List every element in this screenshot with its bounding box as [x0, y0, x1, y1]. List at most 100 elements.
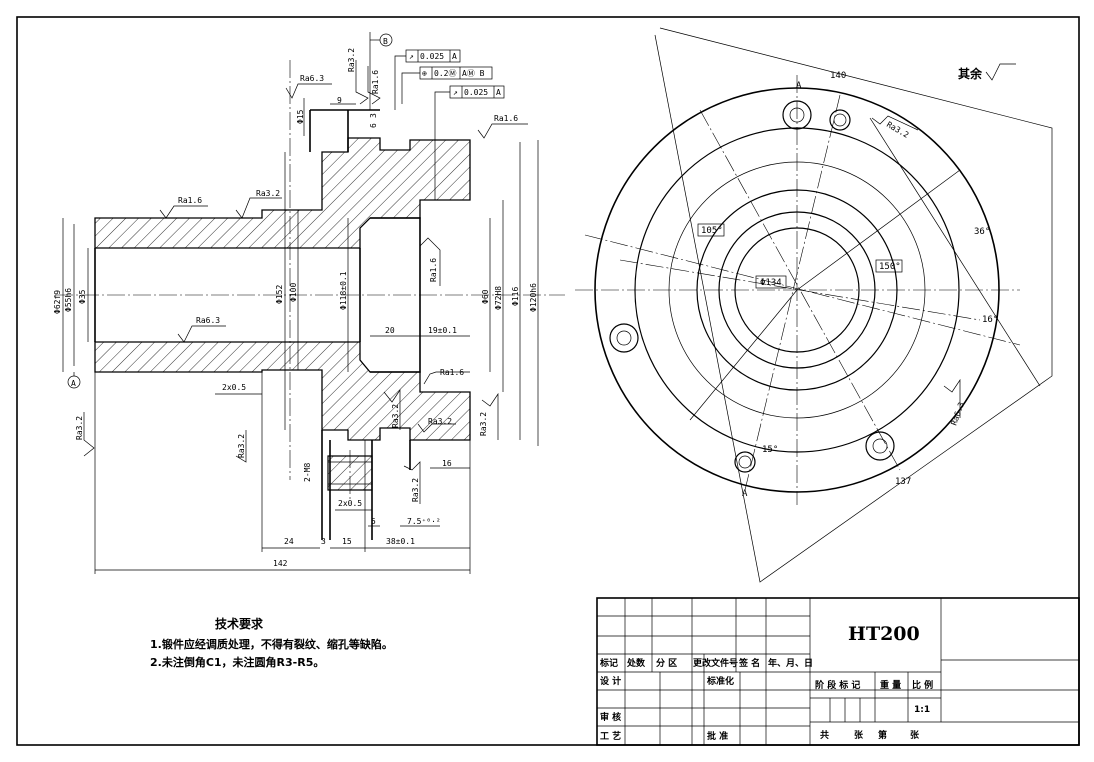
plan-roughness-1: Ra3.2 — [871, 115, 919, 140]
svg-text:阶 段 标 记: 阶 段 标 记 — [815, 679, 860, 691]
svg-text:Ra1.6: Ra1.6 — [494, 114, 518, 123]
svg-text:Ra3.2: Ra3.2 — [347, 48, 356, 72]
roughness-14: Ra3.2 — [235, 430, 247, 463]
dim-24: 24 — [284, 537, 294, 546]
svg-text:Ra3.2: Ra3.2 — [885, 120, 911, 140]
dia-116: Φ116 — [511, 287, 520, 306]
roughness-11: Ra3.2 — [417, 417, 456, 433]
svg-text:A: A — [496, 88, 501, 97]
datum-a-label: A — [71, 379, 76, 388]
plan-roughness-2: Ra6.3 — [943, 378, 966, 427]
hatch-upper — [94, 137, 471, 249]
dim-137: 137 — [895, 477, 911, 487]
tolerance-frame-2: ⊕ 0.2Ⓜ AⓂ B — [419, 66, 493, 80]
svg-text:0.025: 0.025 — [464, 88, 488, 97]
tolerance-frame-3: ↗ 0.025 A — [449, 85, 505, 99]
svg-text:标记: 标记 — [599, 657, 618, 669]
dim-2-m8: 2-M8 — [303, 463, 312, 482]
material-label: HT200 — [848, 623, 920, 645]
roughness-13: Ra3.2 — [403, 461, 421, 504]
svg-text:处数: 处数 — [626, 657, 646, 669]
dim-19: 19±0.1 — [428, 326, 457, 335]
dia-152: Φ152 — [275, 285, 284, 304]
dim-20: 20 — [385, 326, 395, 335]
drawing-border — [16, 16, 1080, 746]
notes-title: 技术要求 — [215, 616, 264, 631]
svg-text:审 核: 审 核 — [600, 711, 621, 723]
angle-16: 16° — [982, 315, 998, 325]
dia-35: Φ35 — [78, 289, 87, 304]
note-2: 2.未注倒角C1，未注圆角R3-R5。 — [150, 655, 324, 669]
svg-text:Ra3.2: Ra3.2 — [479, 412, 488, 436]
roughness-6: Ra3.2 — [235, 189, 282, 219]
roughness-8: Ra1.6 — [419, 237, 441, 286]
technical-notes: 技术要求 1.锻件应经调质处理，不得有裂纹、缩孔等缺陷。 2.未注倒角C1，未注… — [150, 616, 393, 669]
svg-text:分 区: 分 区 — [656, 657, 677, 669]
svg-text:第: 第 — [878, 729, 887, 741]
dim-15: 15 — [342, 537, 352, 546]
dia-60: Φ60 — [481, 289, 490, 304]
svg-text:↗: ↗ — [409, 52, 414, 61]
roughness-15: Ra3.2 — [75, 412, 95, 457]
hatch-lower — [94, 341, 471, 441]
title-block: HT200 标记 处数 分 区 更改文件号 签 名 年、月、日 设 计 标准化 … — [596, 597, 1080, 746]
svg-text:Ra3.2: Ra3.2 — [75, 416, 84, 440]
dim-134: Φ134 — [760, 278, 782, 288]
note-1: 1.锻件应经调质处理，不得有裂纹、缩孔等缺陷。 — [150, 637, 393, 651]
svg-text:↗: ↗ — [453, 88, 458, 97]
svg-text:签 名: 签 名 — [738, 657, 760, 669]
svg-text:重 量: 重 量 — [880, 679, 901, 691]
dia-72h8: Φ72H8 — [494, 286, 503, 310]
bolt-holes — [609, 100, 895, 473]
roughness-7: Ra6.3 — [177, 316, 226, 343]
roughness-3: Ra1.6 — [367, 66, 381, 105]
roughness-10: Ra3.2 — [383, 388, 401, 430]
dim-6: 6 — [369, 123, 378, 128]
svg-text:共: 共 — [820, 729, 829, 741]
svg-text:Ra6.3: Ra6.3 — [300, 74, 324, 83]
dim-140: 140 — [830, 71, 846, 81]
svg-text:1:1: 1:1 — [914, 705, 930, 715]
rest-roughness-note: 其余 — [958, 63, 1016, 81]
dim-3: 3 — [369, 113, 378, 118]
svg-text:Ra3.2: Ra3.2 — [428, 417, 452, 426]
svg-text:Ra3.2: Ra3.2 — [411, 478, 420, 502]
plan-view: 140 137 Φ134 105° 150° 36° 16° 15° A A R… — [575, 27, 1053, 583]
angle-15: 15° — [762, 445, 778, 455]
svg-text:设 计: 设 计 — [600, 675, 621, 687]
angle-150: 150° — [879, 262, 901, 272]
section-mark-a-bottom: A — [742, 489, 748, 499]
dia-118: Φ118±0.1 — [339, 271, 348, 310]
dim-7-5: 7.5⁺⁰·² — [407, 517, 441, 526]
svg-text:AⓂ B: AⓂ B — [462, 69, 485, 78]
svg-text:Ra1.6: Ra1.6 — [371, 70, 380, 94]
dim-2x05-a: 2x0.5 — [222, 383, 246, 392]
svg-text:⊕: ⊕ — [422, 69, 427, 78]
roughness-12: Ra3.2 — [479, 392, 499, 440]
svg-text:批 准: 批 准 — [707, 730, 728, 742]
dim-2x05-b: 2x0.5 — [338, 499, 362, 508]
svg-text:Ra6.3: Ra6.3 — [196, 316, 220, 325]
section-view: B A ↗ 0.025 A ⊕ 0.2Ⓜ AⓂ B ↗ 0.025 A Ra6.… — [53, 32, 565, 574]
dim-142: 142 — [273, 559, 288, 568]
dia-55h6: Φ55h6 — [64, 288, 73, 312]
dim-3-bottom: 3 — [321, 537, 326, 546]
svg-text:更改文件号: 更改文件号 — [693, 657, 738, 669]
angle-105: 105° — [701, 226, 723, 236]
dim-5: 5 — [371, 517, 376, 526]
svg-text:Ra6.3: Ra6.3 — [949, 401, 966, 427]
roughness-5: Ra1.6 — [159, 196, 208, 219]
svg-text:0.2Ⓜ: 0.2Ⓜ — [434, 69, 456, 78]
roughness-2: Ra3.2 — [347, 48, 369, 105]
svg-text:Ra1.6: Ra1.6 — [178, 196, 202, 205]
svg-text:0.025: 0.025 — [420, 52, 444, 61]
svg-text:Ra1.6: Ra1.6 — [440, 368, 464, 377]
svg-text:A: A — [452, 52, 457, 61]
svg-text:Ra3.2: Ra3.2 — [391, 404, 400, 428]
svg-text:Ra3.2: Ra3.2 — [256, 189, 280, 198]
tolerance-frame-1: ↗ 0.025 A — [405, 49, 461, 63]
svg-text:比 例: 比 例 — [912, 679, 933, 691]
dia-100: Φ100 — [289, 283, 298, 302]
svg-text:Ra1.6: Ra1.6 — [429, 258, 438, 282]
